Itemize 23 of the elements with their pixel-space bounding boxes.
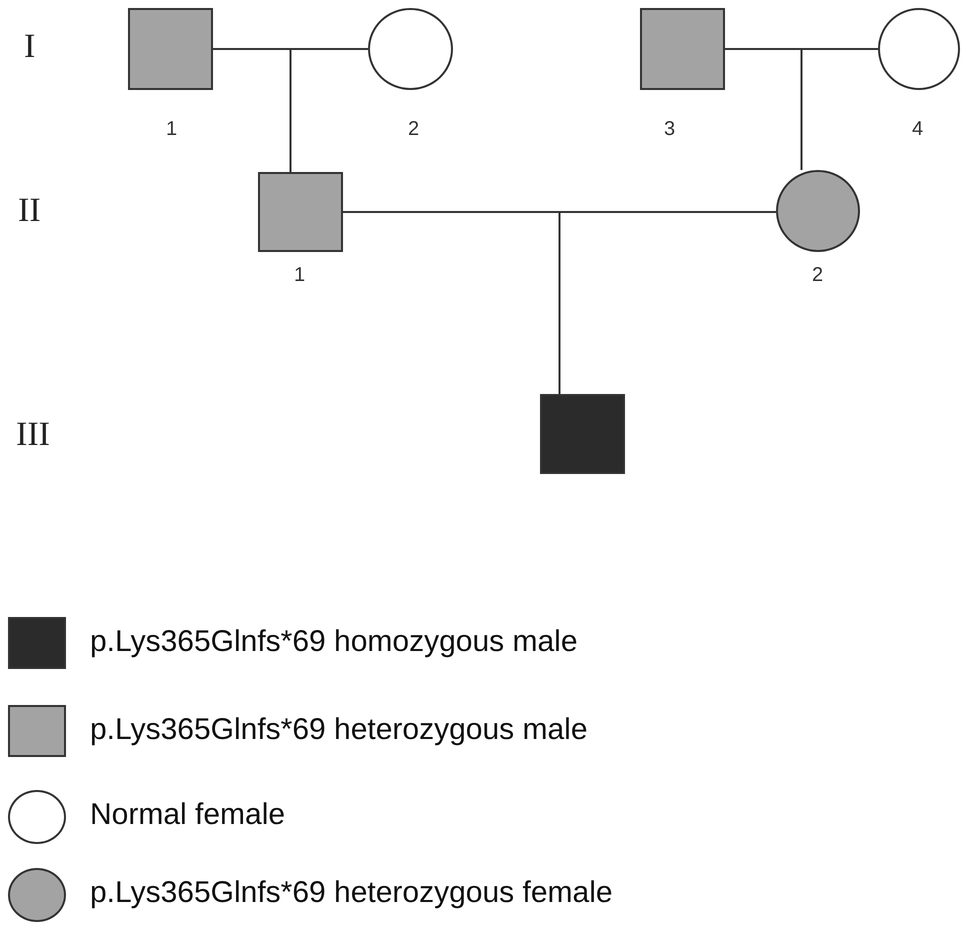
couple-line [725,48,878,50]
legend-text: Normal female [90,798,286,832]
descent-line [558,212,560,394]
individual-number: 3 [664,118,676,141]
individual-number: 1 [294,264,306,287]
generation-label: III [16,416,50,454]
generation-label: II [18,192,41,230]
male-square [540,394,625,474]
legend-text: p.Lys365Glnfs*69 homozygous male [90,625,578,659]
individual-number: 4 [912,118,924,141]
descent-line [290,49,292,172]
couple-line [213,48,368,50]
generation-label: I [24,28,36,66]
male-square [640,8,725,90]
individual-number: 1 [166,118,178,141]
individual-number: 2 [408,118,420,141]
couple-line [343,211,776,213]
legend-text: p.Lys365Glnfs*69 heterozygous male [90,713,588,747]
individual-number: 2 [812,264,824,287]
legend-text: p.Lys365Glnfs*69 heterozygous female [90,876,613,910]
male-square [258,172,343,252]
descent-line [800,49,802,170]
male-square [128,8,213,90]
